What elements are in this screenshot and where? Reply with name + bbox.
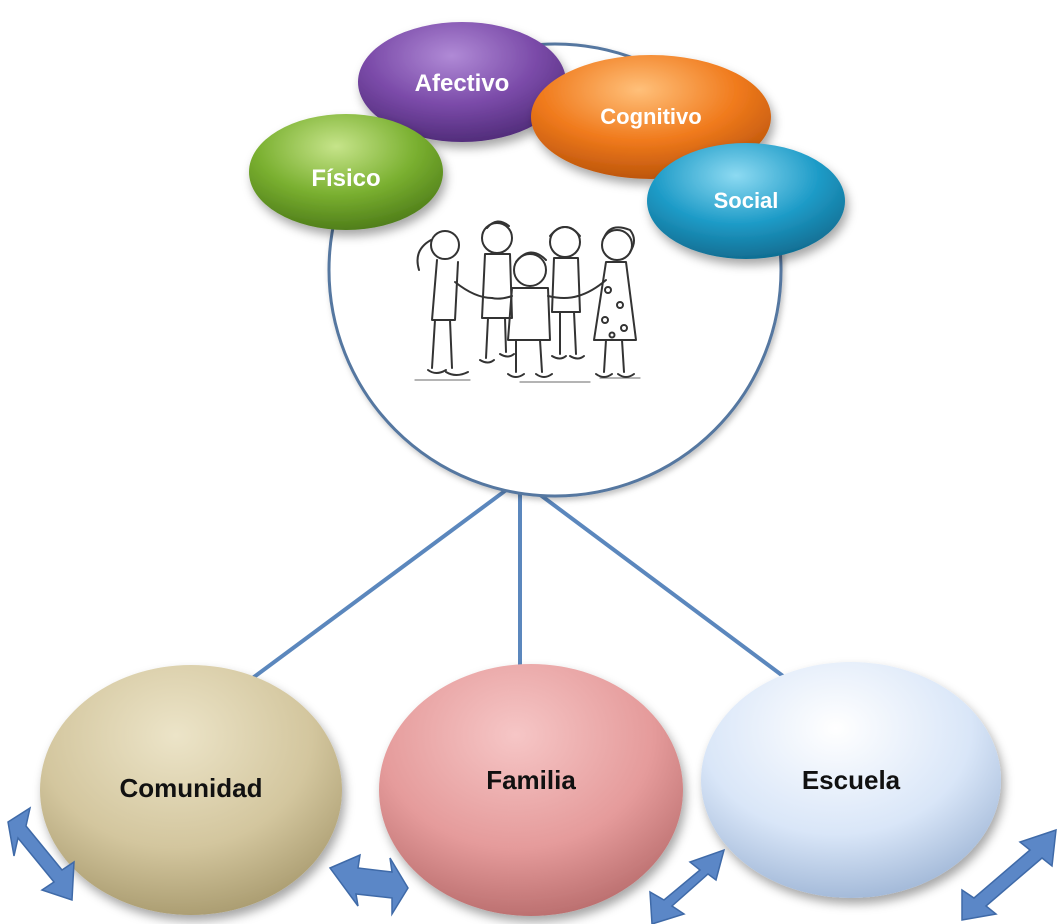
double-arrow-icon-right-edge [961, 828, 1057, 921]
context-bubble-comunidad [40, 665, 342, 915]
aspect-afectivo: Afectivo [358, 22, 566, 142]
aspect-fisico: Físico [249, 114, 443, 230]
aspect-label-cognitivo: Cognitivo [600, 104, 701, 129]
context-escuela: Escuela [701, 662, 1001, 898]
double-arrow-icon-left-edge [7, 806, 75, 902]
double-arrow-icon-familia-escuela [649, 848, 726, 924]
connector-line-escuela [521, 480, 797, 687]
aspect-label-afectivo: Afectivo [415, 70, 510, 97]
double-arrows [7, 806, 1057, 924]
connector-line-comunidad [248, 480, 519, 682]
aspect-label-social: Social [714, 188, 779, 213]
context-label-comunidad: Comunidad [120, 773, 263, 803]
double-arrow-icon-comunidad-familia [328, 853, 409, 917]
context-comunidad: Comunidad [40, 665, 342, 915]
context-label-escuela: Escuela [802, 765, 901, 795]
connector-lines [248, 480, 797, 687]
aspect-social: Social [647, 143, 845, 259]
children-circle-illustration [408, 215, 643, 395]
context-bubble-escuela [701, 662, 1001, 898]
context-label-familia: Familia [486, 765, 576, 795]
aspect-bubble-afectivo [358, 22, 566, 142]
aspect-label-fisico: Físico [311, 165, 380, 192]
aspect-bubble-social [647, 143, 845, 259]
context-familia: Familia [379, 664, 683, 916]
context-bubble-familia [379, 664, 683, 916]
aspect-bubble-fisico [249, 114, 443, 230]
